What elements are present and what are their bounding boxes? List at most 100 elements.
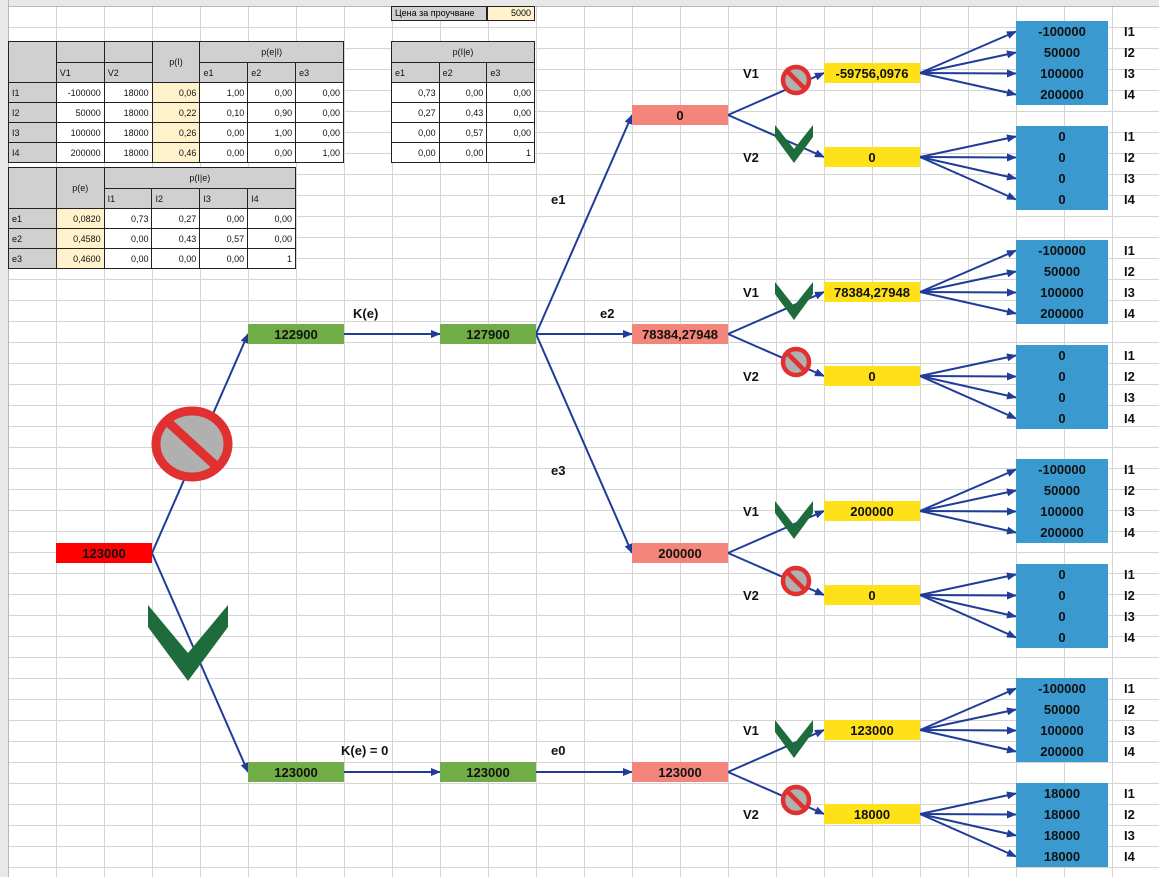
tree-edge [919, 791, 1017, 815]
study-price-value[interactable]: 5000 [487, 6, 535, 21]
cell[interactable]: 0,00 [247, 82, 297, 103]
cell[interactable]: 200000 [55, 142, 105, 163]
cell[interactable]: 1,00 [295, 142, 344, 163]
outcome-box[interactable]: -100000 50000 100000 200000 [1016, 678, 1108, 762]
state-labels: I1 I2 I3 I4 [1124, 126, 1135, 210]
cell[interactable]: 0,00 [247, 228, 296, 249]
outcome-box[interactable]: -100000 50000 100000 200000 [1016, 459, 1108, 543]
cell[interactable]: 1 [247, 248, 296, 269]
cell[interactable]: 0,73 [391, 82, 440, 103]
cell[interactable]: 0,22 [151, 102, 201, 123]
state-labels: I1 I2 I3 I4 [1124, 240, 1135, 324]
decision-node[interactable]: 0 [824, 147, 920, 167]
cell[interactable]: 18000 [103, 102, 153, 123]
cell[interactable]: 0,90 [247, 102, 297, 123]
outcome-box[interactable]: 0 0 0 0 [1016, 126, 1108, 210]
table2-header-i4: I4 [247, 188, 296, 209]
table-row: I4 200000 18000 0,46 0,00 0,00 1,00 [8, 142, 344, 163]
state-labels: I1 I2 I3 I4 [1124, 678, 1135, 762]
cell[interactable]: 0,00 [486, 122, 535, 143]
outcome-value: 100000 [1040, 285, 1084, 300]
study-chance-node[interactable]: 127900 [440, 324, 536, 344]
checkmark-icon [775, 282, 813, 320]
state-label: I4 [1124, 87, 1135, 102]
cell[interactable]: 18000 [103, 142, 153, 163]
tree-edge [919, 156, 1017, 201]
state-label: I4 [1124, 192, 1135, 207]
outcome-value: 0 [1058, 171, 1066, 186]
signal-node-e0[interactable]: 123000 [632, 762, 728, 782]
decision-node[interactable]: 200000 [824, 501, 920, 521]
cell[interactable]: 0,4580 [55, 228, 105, 249]
state-label: I1 [1124, 786, 1135, 801]
tree-edge [919, 372, 1017, 381]
cell[interactable]: 0,43 [151, 228, 201, 249]
cell[interactable]: 0,00 [438, 82, 488, 103]
cell[interactable]: 0,00 [486, 102, 535, 123]
outcome-box[interactable]: 18000 18000 18000 18000 [1016, 783, 1108, 867]
outcome-value: 18000 [1043, 807, 1081, 822]
row-label[interactable]: I4 [8, 142, 57, 163]
cell[interactable]: 0,27 [391, 102, 440, 123]
decision-node[interactable]: 0 [824, 585, 920, 605]
decision-label: V1 [743, 723, 759, 738]
cell[interactable]: 1,00 [247, 122, 297, 143]
cell[interactable]: 0,00 [295, 122, 344, 143]
state-labels: I1 I2 I3 I4 [1124, 459, 1135, 543]
table1-header-e2: e2 [247, 62, 297, 83]
study-price-label[interactable]: Цена за проучване [391, 6, 487, 21]
root-node[interactable]: 123000 [56, 543, 152, 563]
cell[interactable]: 0,00 [103, 248, 153, 269]
state-label: I1 [1124, 462, 1135, 477]
cell[interactable]: 0,4600 [55, 248, 105, 269]
table2-header-pie: p(I|e) [103, 167, 297, 189]
forbid-icon [780, 64, 812, 96]
signal-node-e3[interactable]: 200000 [632, 543, 728, 563]
cell[interactable]: 0,00 [199, 248, 249, 269]
cell[interactable]: 100000 [55, 122, 105, 143]
state-label: I1 [1124, 129, 1135, 144]
signal-node-e1[interactable]: 0 [632, 105, 728, 125]
checkmark-icon [148, 605, 228, 681]
cell[interactable]: 0,00 [199, 208, 249, 229]
cell[interactable]: 50000 [55, 102, 105, 123]
cell[interactable]: 0,27 [151, 208, 201, 229]
decision-node[interactable]: 0 [824, 366, 920, 386]
cell[interactable]: 1 [486, 142, 535, 163]
outcome-box[interactable]: -100000 50000 100000 200000 [1016, 240, 1108, 324]
decision-node[interactable]: 18000 [824, 804, 920, 824]
outcome-box[interactable]: -100000 50000 100000 200000 [1016, 21, 1108, 105]
cell[interactable]: 0,73 [103, 208, 153, 229]
nostudy-chance-node[interactable]: 123000 [440, 762, 536, 782]
decision-node[interactable]: -59756,0976 [824, 63, 920, 83]
cell[interactable]: -100000 [55, 82, 105, 103]
forbid-icon [780, 565, 812, 597]
row-label[interactable]: I1 [8, 82, 57, 103]
cell[interactable]: 0,00 [438, 142, 488, 163]
state-label: I3 [1124, 390, 1135, 405]
tree-edge [919, 707, 1017, 731]
decision-node[interactable]: 123000 [824, 720, 920, 740]
checkmark-icon [775, 125, 813, 163]
study-node[interactable]: 122900 [248, 324, 344, 344]
signal-node-e2[interactable]: 78384,27948 [632, 324, 728, 344]
cell[interactable]: 0,00 [391, 142, 440, 163]
cell[interactable]: 0,06 [151, 82, 201, 103]
cell[interactable]: 0,00 [391, 122, 440, 143]
state-label: I2 [1124, 588, 1135, 603]
outcome-box[interactable]: 0 0 0 0 [1016, 345, 1108, 429]
decision-node[interactable]: 78384,27948 [824, 282, 920, 302]
cell[interactable]: 0,00 [199, 122, 249, 143]
cell[interactable]: 18000 [103, 82, 153, 103]
cell[interactable]: 0,00 [151, 248, 201, 269]
state-label: I3 [1124, 66, 1135, 81]
outcome-box[interactable]: 0 0 0 0 [1016, 564, 1108, 648]
nostudy-node[interactable]: 123000 [248, 762, 344, 782]
cell[interactable]: 0,0820 [55, 208, 105, 229]
state-label: I1 [1124, 24, 1135, 39]
outcome-value: 0 [1058, 411, 1066, 426]
cell[interactable]: 0,00 [486, 82, 535, 103]
cell[interactable]: 0,00 [199, 142, 249, 163]
tree-edge [919, 156, 1017, 181]
row-label[interactable]: e3 [8, 248, 57, 269]
